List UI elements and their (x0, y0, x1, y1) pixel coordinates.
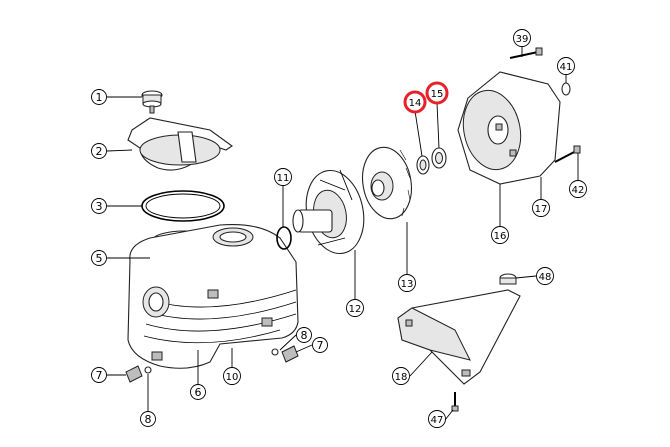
label-13: 13 (398, 274, 416, 292)
label-2: 2 (91, 143, 107, 159)
part-3-oring (141, 190, 225, 222)
svg-text:7: 7 (96, 369, 103, 382)
svg-text:6: 6 (195, 386, 202, 399)
svg-text:7: 7 (317, 339, 324, 352)
part-16-seal-plate (457, 71, 561, 185)
svg-text:42: 42 (572, 185, 585, 196)
label-42: 42 (569, 180, 587, 198)
label-12: 12 (346, 299, 364, 317)
part-13-impeller (362, 146, 412, 220)
svg-text:41: 41 (560, 62, 573, 73)
part-7-drain-plug-right (271, 345, 299, 363)
part-18-foot (397, 289, 521, 385)
svg-text:10: 10 (226, 372, 239, 383)
part-7-drain-plug-left (125, 365, 152, 383)
svg-text:12: 12 (349, 304, 362, 315)
label-41: 41 (557, 57, 575, 75)
label-47: 47 (428, 410, 446, 428)
label-11: 11 (274, 168, 292, 186)
label-3: 3 (91, 198, 107, 214)
svg-text:8: 8 (145, 413, 152, 426)
label-6: 6 (190, 384, 206, 400)
svg-text:11: 11 (277, 173, 290, 184)
label-7-right: 7 (312, 337, 328, 353)
svg-text:3: 3 (96, 200, 103, 213)
label-5: 5 (91, 250, 107, 266)
label-8-right: 8 (296, 327, 312, 343)
svg-text:39: 39 (516, 34, 529, 45)
part-11-oring (276, 226, 292, 250)
label-1: 1 (91, 89, 107, 105)
svg-text:14: 14 (409, 98, 422, 109)
svg-text:5: 5 (96, 252, 103, 265)
label-18: 18 (392, 367, 410, 385)
label-14: 14 (403, 90, 427, 114)
part-12-diffuser (292, 169, 365, 255)
label-15: 15 (425, 81, 449, 105)
svg-text:16: 16 (494, 231, 507, 242)
label-10: 10 (223, 367, 241, 385)
label-48: 48 (536, 267, 554, 285)
part-42-bolt (554, 145, 581, 163)
svg-text:17: 17 (535, 204, 548, 215)
svg-text:18: 18 (395, 372, 408, 383)
label-16: 16 (491, 226, 509, 244)
part-14-seal (416, 155, 430, 175)
svg-text:2: 2 (96, 145, 103, 158)
svg-text:47: 47 (431, 415, 444, 426)
part-48-bushing (499, 273, 517, 285)
svg-text:15: 15 (431, 89, 444, 100)
part-labels: 1 2 3 5 6 10 7 8 8 7 11 12 13 14 15 16 1… (91, 29, 587, 428)
label-8-bottom: 8 (140, 411, 156, 427)
pump-housing (127, 224, 299, 369)
svg-text:1: 1 (96, 91, 103, 104)
label-39: 39 (513, 29, 531, 47)
part-15-seal (431, 147, 447, 169)
part-2-lid (127, 117, 233, 171)
part-39-bolt (509, 47, 543, 59)
leader-lines (106, 47, 579, 421)
label-7-left: 7 (91, 367, 107, 383)
part-41-washer (561, 82, 571, 96)
svg-text:48: 48 (539, 272, 552, 283)
part-47-bolt (451, 392, 459, 412)
svg-text:8: 8 (301, 329, 308, 342)
label-17: 17 (532, 199, 550, 217)
part-1-knob (141, 90, 163, 114)
svg-text:13: 13 (401, 279, 414, 290)
